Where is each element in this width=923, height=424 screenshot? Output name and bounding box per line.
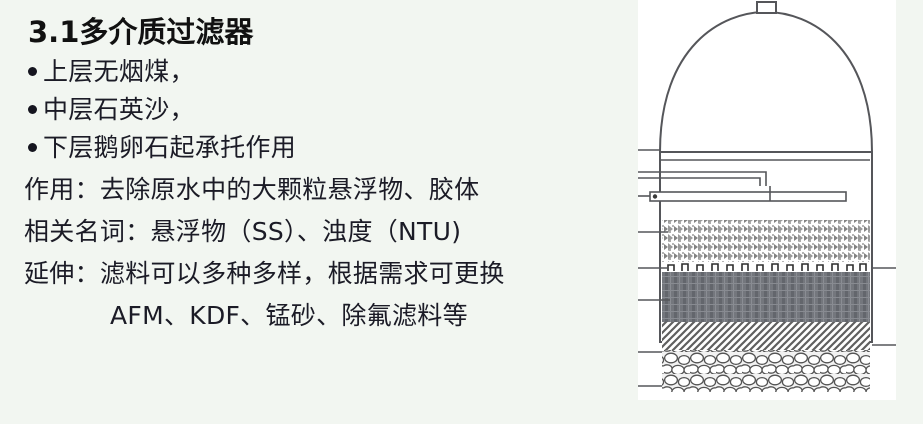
quartz-sand-layer — [662, 272, 870, 322]
freeboard-water-zone — [662, 154, 870, 220]
extension-line: 延伸：滤料可以多种多样，根据需求可更换 — [24, 259, 505, 288]
bullet-item-quartz-sand: 中层石英沙， — [28, 90, 195, 126]
page-title: 3.1多介质过滤器 — [28, 15, 254, 49]
bullet-item-anthracite: 上层无烟煤， — [28, 52, 195, 88]
inlet-distributor-pipe — [638, 159, 870, 202]
text-column: 3.1多介质过滤器 上层无烟煤， 中层石英沙， 下层鹅卵石起承托作用 作用：去除… — [24, 15, 505, 330]
media-layer-stack — [662, 154, 870, 322]
fine-sand-layer — [662, 322, 870, 350]
bullet-dot-icon — [28, 105, 37, 114]
bullet-dot-icon — [28, 143, 37, 152]
bullet-item-label: 中层石英沙， — [43, 95, 195, 124]
bullet-item-label: 上层无烟煤， — [43, 57, 195, 86]
function-line: 作用：去除原水中的大颗粒悬浮物、胶体 — [24, 175, 480, 204]
top-vent-flange — [756, 1, 777, 14]
filter-diagram-panel — [638, 0, 896, 400]
bullet-item-cobble: 下层鹅卵石起承托作用 — [28, 128, 296, 164]
related-terms-line: 相关名词：悬浮物（SS）、浊度（NTU) — [24, 217, 462, 246]
leader-lines-right — [872, 267, 896, 346]
bullet-dot-icon — [28, 67, 37, 76]
bullet-item-label: 下层鹅卵石起承托作用 — [43, 133, 297, 162]
multi-media-filter-diagram — [638, 0, 896, 400]
gravel-cobble-layer — [662, 350, 870, 392]
media-examples-line: AFM、KDF、锰砂、除氟滤料等 — [110, 301, 468, 330]
anthracite-retainer-row — [662, 262, 870, 272]
filter-lower-internals — [662, 322, 870, 392]
